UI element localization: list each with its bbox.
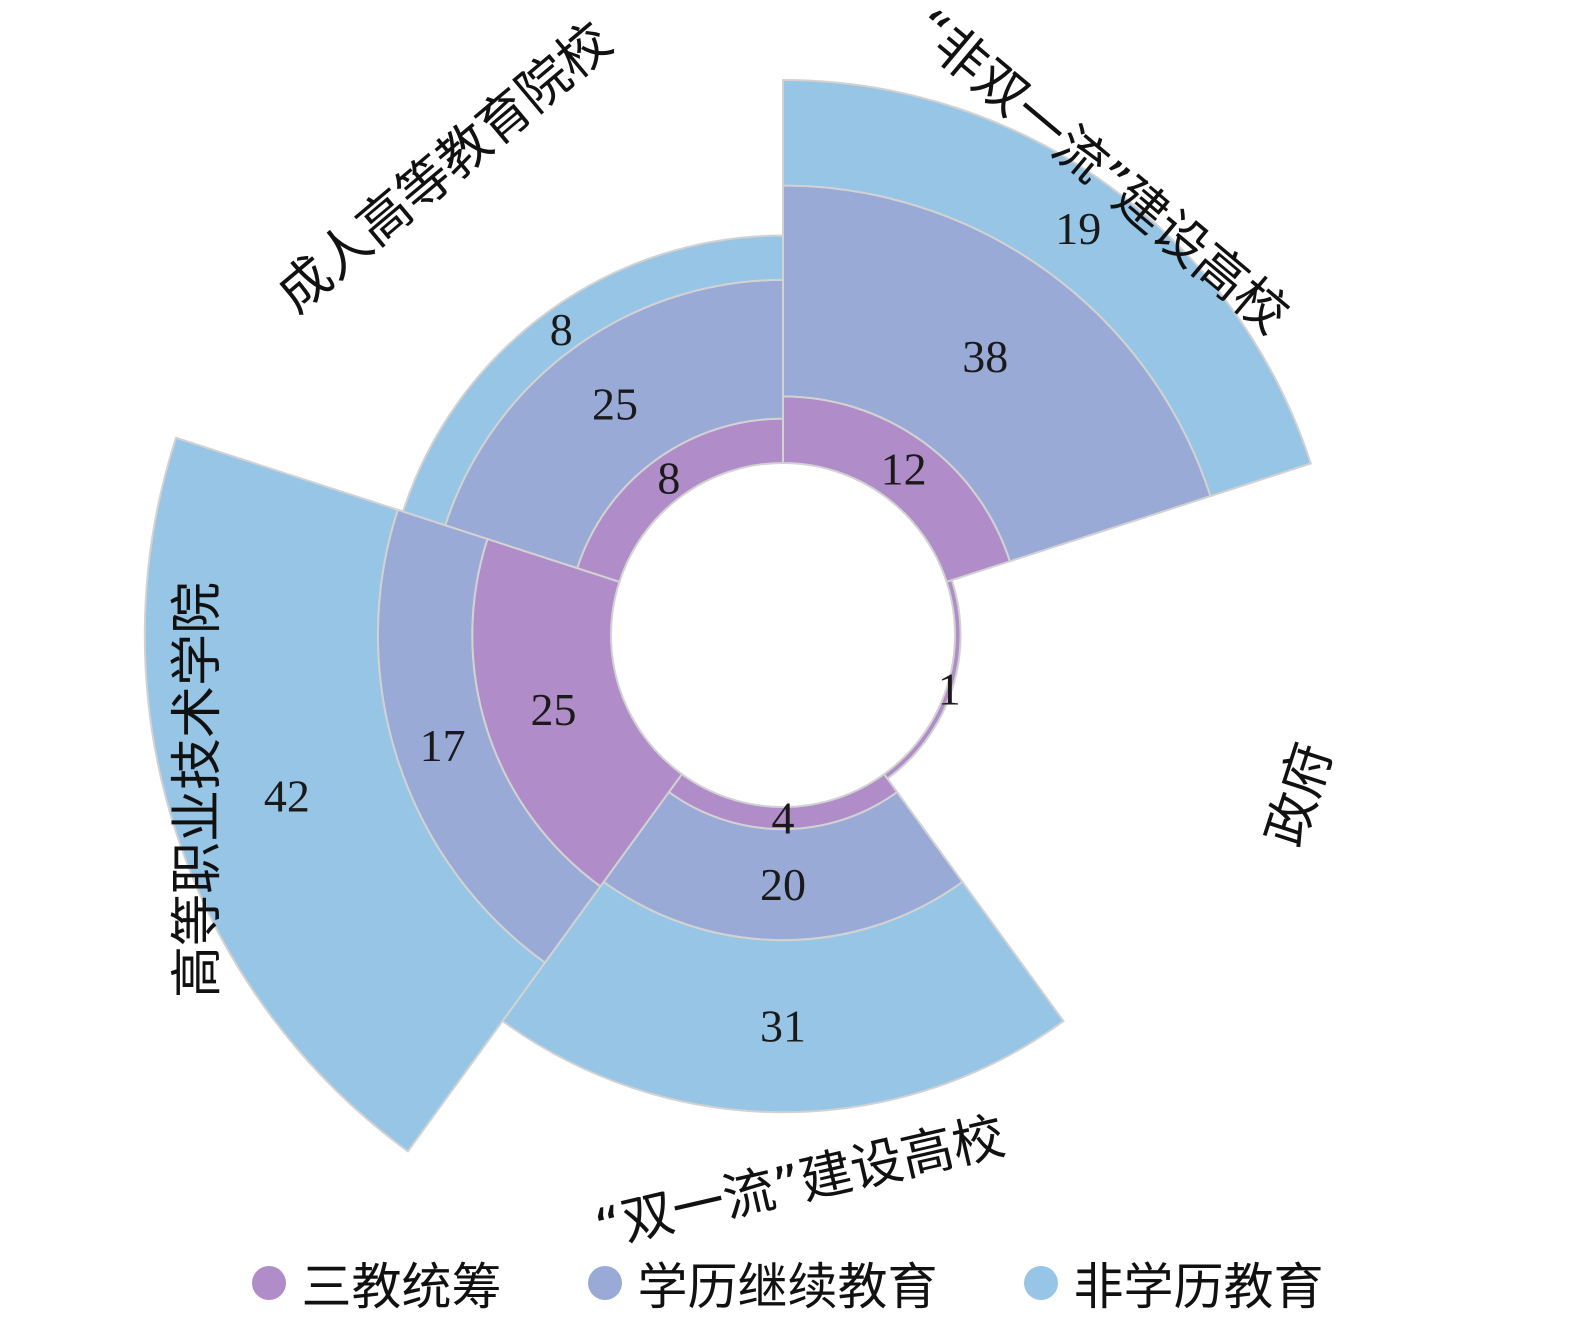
- chart-sectors: [143, 79, 1313, 1153]
- value-label: 38: [962, 331, 1008, 382]
- legend-item-sanjiao: 三教统筹: [251, 1247, 502, 1319]
- legend-item-feixueli: 非学历教育: [1023, 1247, 1324, 1319]
- sector-3-2: [143, 436, 547, 1153]
- value-label: 25: [592, 378, 638, 429]
- legend-item-xueli: 学历继续教育: [587, 1247, 938, 1319]
- category-label: 政府: [1255, 736, 1344, 853]
- sector-2-2: [501, 880, 1065, 1114]
- value-label: 20: [760, 859, 806, 910]
- legend-label: 非学历教育: [1073, 1258, 1324, 1316]
- sector-0-2: [782, 79, 1313, 498]
- value-label: 31: [760, 1001, 806, 1052]
- value-label: 25: [530, 684, 576, 735]
- value-label: 1: [938, 664, 961, 715]
- sector-4-2: [401, 234, 784, 527]
- value-labels: 12 38 19 1 4 20 31 25 17 42 8 25 8: [264, 203, 1101, 1052]
- value-label: 17: [420, 720, 466, 771]
- category-label: “双一流”建设高校: [590, 1107, 1011, 1259]
- value-label: 8: [657, 452, 680, 503]
- value-label: 12: [881, 443, 927, 494]
- legend-dot-icon: [1023, 1266, 1058, 1300]
- value-label: 8: [550, 304, 573, 355]
- value-label: 42: [264, 771, 310, 822]
- legend: 三教统筹 学历继续教育 非学历教育: [0, 1248, 1575, 1318]
- legend-dot-icon: [251, 1266, 286, 1300]
- legend-label: 三教统筹: [301, 1258, 502, 1316]
- value-label: 4: [772, 793, 795, 844]
- value-label: 19: [1055, 203, 1101, 254]
- category-label: 高等职业技术学院: [168, 582, 228, 998]
- category-label: 成人高等教育院校: [266, 11, 623, 324]
- legend-label: 学历继续教育: [637, 1258, 938, 1316]
- legend-dot-icon: [587, 1266, 622, 1300]
